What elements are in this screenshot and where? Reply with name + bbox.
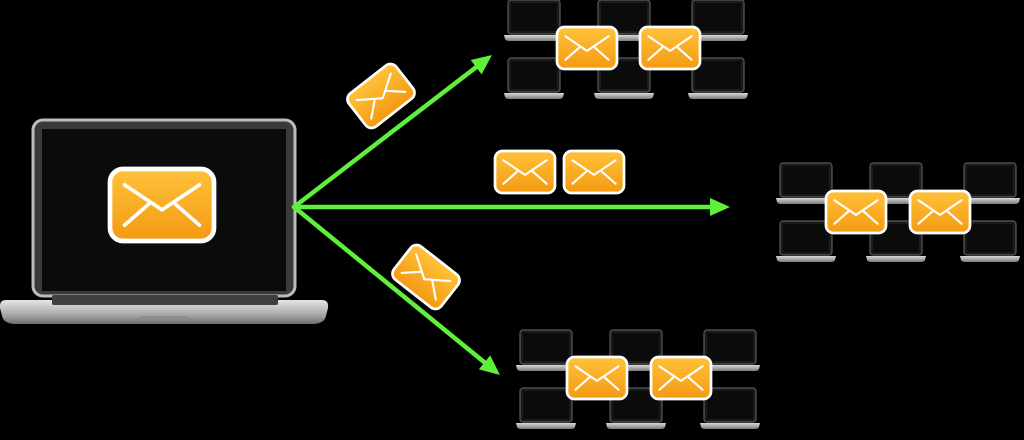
- transit-envelope-icon: [493, 149, 557, 195]
- recipient-laptop-icon: [688, 0, 748, 41]
- received-envelope-icon: [649, 355, 713, 401]
- recipient-group-1: [504, 0, 748, 99]
- recipient-laptop-icon: [516, 329, 576, 371]
- envelopes-layer: [107, 25, 972, 401]
- recipient-laptop-icon: [700, 329, 760, 371]
- transit-envelope-icon: [391, 243, 461, 311]
- recipient-laptop-icon: [688, 57, 748, 99]
- received-envelope-icon: [555, 25, 619, 71]
- arrows-layer: [291, 55, 730, 375]
- recipient-group-2: [776, 162, 1020, 262]
- received-envelope-icon: [908, 189, 972, 235]
- laptop-keyboard: [52, 295, 278, 305]
- recipient-group-3: [516, 329, 760, 429]
- sender-envelope-icon: [107, 166, 217, 244]
- recipient-laptop-icon: [516, 387, 576, 429]
- recipient-laptop-icon: [776, 162, 836, 204]
- transit-envelope-icon: [346, 62, 416, 130]
- recipient-laptop-icon: [504, 0, 564, 41]
- received-envelope-icon: [638, 25, 702, 71]
- received-envelope-icon: [565, 355, 629, 401]
- recipient-laptop-icon: [700, 387, 760, 429]
- arrow-to-recipient-group-bottom: [291, 204, 500, 375]
- recipient-laptop-icon: [504, 57, 564, 99]
- recipient-laptop-icon: [776, 220, 836, 262]
- arrow-to-recipient-group-middle: [291, 198, 730, 216]
- transit-envelope-icon: [562, 149, 626, 195]
- recipient-laptop-icon: [960, 162, 1020, 204]
- arrow-to-recipient-group-top: [291, 55, 492, 210]
- recipient-laptop-icon: [960, 220, 1020, 262]
- received-envelope-icon: [824, 189, 888, 235]
